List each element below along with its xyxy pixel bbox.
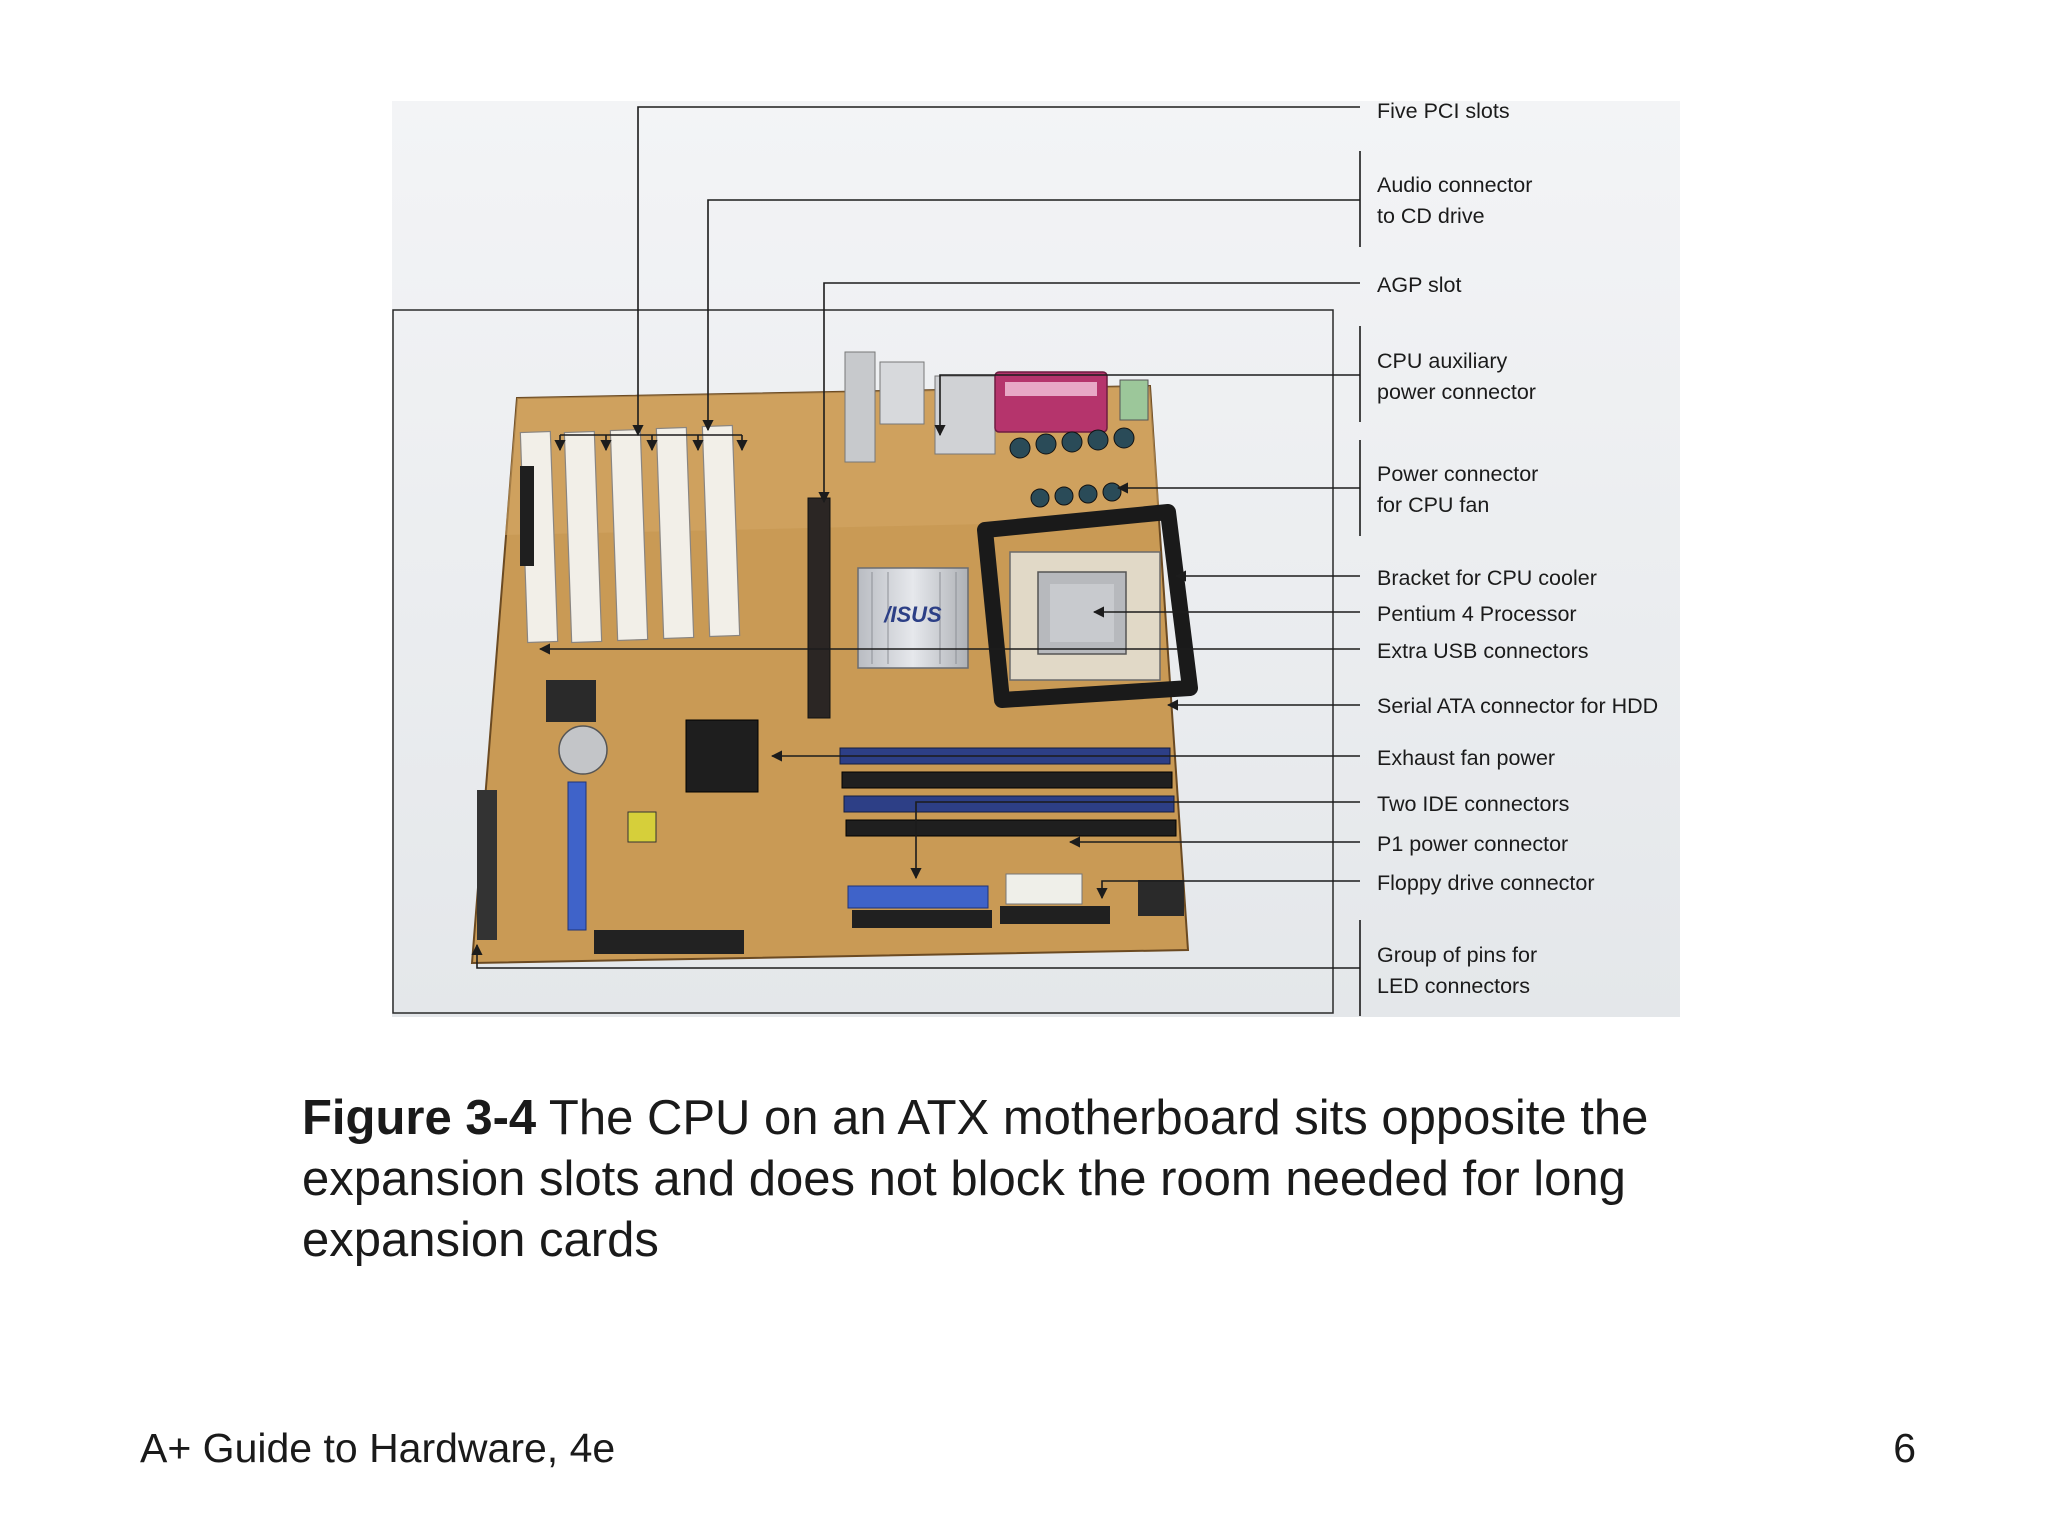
leader-floppy [1096,880,1360,900]
callout-floppy: Floppy drive connector [1377,871,1595,895]
svg-text:LED connectors: LED connectors [1377,974,1530,998]
agp-slot [807,497,831,719]
vrm-capacitors [1009,427,1135,508]
northbridge-heatsink: /ISUS [857,567,969,669]
page-number: 6 [1893,1425,1916,1471]
leader-audio [702,199,1360,432]
svg-text:power connector: power connector [1377,380,1536,404]
io-chip [546,680,596,722]
bottom-header [594,930,744,954]
leader-cpu-aux [934,374,1360,437]
pci-slots [519,424,741,644]
bios-chip [627,811,657,843]
dimm-slots [839,747,1177,837]
callout-exhaust-fan: Exhaust fan power [1377,746,1555,770]
left-connector [520,466,534,566]
ide-connector-blue [847,885,989,909]
callout-agp-slot: AGP slot [1377,273,1461,297]
footer-book-title: A+ Guide to Hardware, 4e [140,1425,616,1471]
rear-io-panel [844,351,1149,463]
caption-label: Figure 3-4 [302,1091,537,1145]
callout-p1-power: P1 power connector [1377,832,1568,856]
leader-pci [632,106,1360,437]
svg-text:to CD drive: to CD drive [1377,204,1485,228]
cpu-area [977,504,1198,708]
callout-cpu-fan-power: Power connector [1377,462,1538,486]
small-chip [1138,880,1184,916]
callout-audio-connector: Audio connector [1377,173,1532,197]
left-header [477,790,497,940]
leader-lines [471,106,1361,1016]
callout-labels: Five PCI slots Audio connector to CD dri… [1377,99,1658,998]
cpu-cooler-bracket [977,504,1198,708]
photo-inner-border [392,309,1334,1014]
figure-caption: Figure 3-4 The CPU on an ATX motherboard… [302,1088,1762,1271]
blue-pci-riser [567,781,587,931]
callout-pentium-4: Pentium 4 Processor [1377,602,1577,626]
leader-agp [818,282,1360,504]
callout-sata: Serial ATA connector for HDD [1377,694,1658,718]
leader-led [471,943,1360,969]
p1-power-connector [1005,873,1083,905]
callout-ide: Two IDE connectors [1377,792,1569,816]
callout-cpu-auxiliary: CPU auxiliary [1377,349,1507,373]
floppy-connector [1000,906,1110,924]
svg-text:for CPU fan: for CPU fan [1377,493,1489,517]
cmos-battery [558,725,608,775]
leader-ide [910,801,1360,880]
callout-usb: Extra USB connectors [1377,639,1589,663]
ide-connector-black [852,910,992,928]
southbridge-chip [685,719,759,793]
heatsink-brand: /ISUS [883,602,942,627]
motherboard: /ISUS [470,351,1198,965]
callout-led-pins: Group of pins for [1377,943,1537,967]
caption-text: The CPU on an ATX motherboard sits oppos… [302,1091,1649,1267]
callout-bracket-cpu-cooler: Bracket for CPU cooler [1377,566,1597,590]
callout-five-pci-slots: Five PCI slots [1377,99,1510,123]
